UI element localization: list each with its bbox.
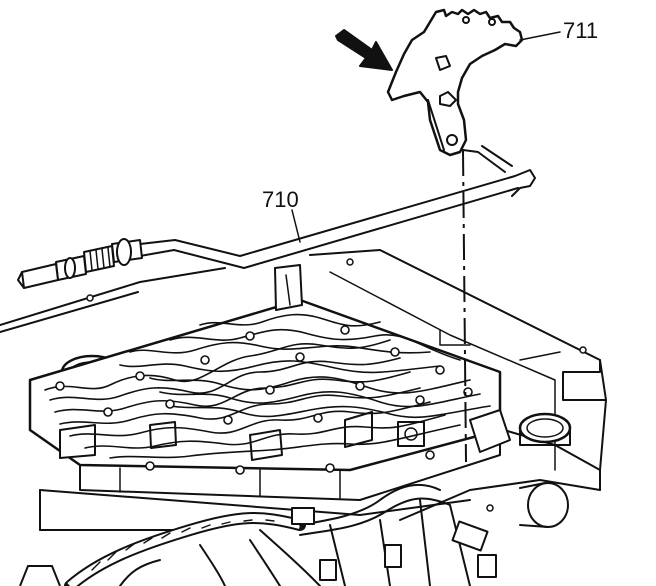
manual-valve-rod: [17, 145, 536, 289]
callout-710-label: 710: [262, 187, 299, 212]
manual-shift-lever: [386, 8, 524, 157]
callout-711: 711: [519, 18, 598, 43]
callout-710: 710: [262, 187, 301, 243]
valve-body: [28, 264, 511, 501]
wiring-harness: [19, 483, 497, 586]
valve-body-bolts: [55, 325, 473, 475]
direction-arrow: [335, 29, 393, 71]
callout-711-label: 711: [563, 18, 598, 43]
alignment-dashed-line: [462, 149, 467, 463]
case-port-right: [518, 412, 572, 446]
transmission-case: [0, 249, 607, 531]
